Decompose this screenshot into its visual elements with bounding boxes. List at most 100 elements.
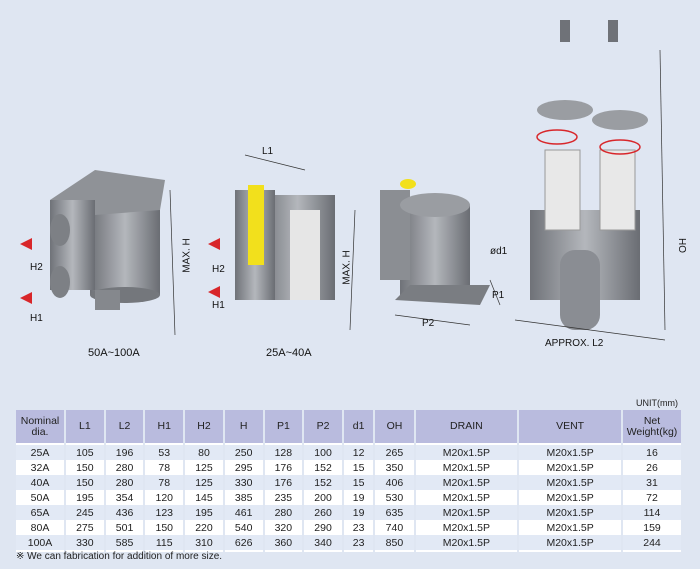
table-cell: M20x1.5P bbox=[415, 445, 518, 460]
table-cell: 15 bbox=[343, 475, 374, 490]
table-cell: 16 bbox=[623, 445, 681, 460]
table-cell: 635 bbox=[375, 505, 414, 520]
table-cell: M20x1.5P bbox=[519, 475, 621, 490]
table-cell: 150 bbox=[145, 520, 184, 535]
table-cell: 114 bbox=[623, 505, 681, 520]
table-cell: 280 bbox=[105, 460, 144, 475]
column-header: VENT bbox=[519, 410, 621, 445]
table-cell: M20x1.5P bbox=[519, 505, 621, 520]
table-cell: 100A bbox=[16, 535, 64, 552]
table-cell: 244 bbox=[623, 535, 681, 552]
l1-label: L1 bbox=[262, 146, 274, 157]
table-cell: 200 bbox=[304, 490, 342, 505]
oh-label: OH bbox=[678, 238, 689, 253]
table-cell: 340 bbox=[304, 535, 342, 552]
table-cell: 152 bbox=[304, 460, 342, 475]
column-header: Net Weight(kg) bbox=[623, 410, 681, 445]
table-cell: 19 bbox=[343, 490, 374, 505]
table-cell: 195 bbox=[66, 490, 104, 505]
table-cell: M20x1.5P bbox=[415, 535, 518, 552]
column-header: Nominal dia. bbox=[16, 410, 64, 445]
table-cell: 501 bbox=[105, 520, 144, 535]
column-header: L1 bbox=[66, 410, 104, 445]
table-cell: 295 bbox=[224, 460, 263, 475]
table-cell: 320 bbox=[264, 520, 303, 535]
table-cell: 461 bbox=[224, 505, 263, 520]
column-header: P2 bbox=[304, 410, 342, 445]
table-cell: M20x1.5P bbox=[519, 490, 621, 505]
table-cell: 80A bbox=[16, 520, 64, 535]
table-cell: 176 bbox=[264, 460, 303, 475]
strainer-25a-40a-drawing bbox=[208, 154, 356, 331]
table-cell: M20x1.5P bbox=[415, 475, 518, 490]
table-cell: M20x1.5P bbox=[519, 460, 621, 475]
column-header: d1 bbox=[343, 410, 374, 445]
table-cell: 15 bbox=[343, 460, 374, 475]
table-cell: 100 bbox=[304, 445, 342, 460]
table-cell: 385 bbox=[224, 490, 263, 505]
table-cell: 123 bbox=[145, 505, 184, 520]
table-cell: 330 bbox=[224, 475, 263, 490]
column-header: H2 bbox=[185, 410, 223, 445]
h2-label: H2 bbox=[30, 262, 43, 273]
table-cell: 220 bbox=[185, 520, 223, 535]
column-header: H bbox=[224, 410, 263, 445]
strainer-drawings bbox=[20, 20, 666, 341]
table-cell: 78 bbox=[145, 475, 184, 490]
table-cell: 360 bbox=[264, 535, 303, 552]
unit-label: UNIT(mm) bbox=[636, 398, 678, 408]
h1-label: H1 bbox=[30, 313, 43, 324]
table-cell: M20x1.5P bbox=[415, 460, 518, 475]
table-cell: 275 bbox=[66, 520, 104, 535]
table-cell: 354 bbox=[105, 490, 144, 505]
column-header: DRAIN bbox=[415, 410, 518, 445]
fig2-caption: 25A~40A bbox=[266, 347, 312, 359]
table-cell: 53 bbox=[145, 445, 184, 460]
table-cell: 150 bbox=[66, 460, 104, 475]
table-cell: 740 bbox=[375, 520, 414, 535]
d1-label: ød1 bbox=[490, 246, 508, 257]
table-cell: 125 bbox=[185, 460, 223, 475]
table-cell: 585 bbox=[105, 535, 144, 552]
table-cell: 235 bbox=[264, 490, 303, 505]
table-cell: 265 bbox=[375, 445, 414, 460]
table-cell: 540 bbox=[224, 520, 263, 535]
table-cell: 150 bbox=[66, 475, 104, 490]
strainer-50a-100a-drawing bbox=[20, 170, 176, 336]
table-cell: 32A bbox=[16, 460, 64, 475]
table-cell: 23 bbox=[343, 535, 374, 552]
h2-label: H2 bbox=[212, 264, 225, 275]
table-cell: 31 bbox=[623, 475, 681, 490]
table-cell: 128 bbox=[264, 445, 303, 460]
table-cell: M20x1.5P bbox=[519, 445, 621, 460]
table-cell: 436 bbox=[105, 505, 144, 520]
table-cell: M20x1.5P bbox=[415, 505, 518, 520]
table-cell: 19 bbox=[343, 505, 374, 520]
column-header: L2 bbox=[105, 410, 144, 445]
table-cell: 626 bbox=[224, 535, 263, 552]
table-cell: 290 bbox=[304, 520, 342, 535]
table-cell: 72 bbox=[623, 490, 681, 505]
table-cell: 310 bbox=[185, 535, 223, 552]
table-cell: M20x1.5P bbox=[415, 520, 518, 535]
column-header: P1 bbox=[264, 410, 303, 445]
table-cell: 250 bbox=[224, 445, 263, 460]
max-h-label: MAX. H bbox=[341, 250, 353, 285]
table-cell: 280 bbox=[105, 475, 144, 490]
table-cell: 280 bbox=[264, 505, 303, 520]
table-cell: 195 bbox=[185, 505, 223, 520]
fig1-caption: 50A~100A bbox=[88, 347, 140, 359]
table-cell: 65A bbox=[16, 505, 64, 520]
table-cell: 406 bbox=[375, 475, 414, 490]
table-cell: 78 bbox=[145, 460, 184, 475]
table-cell: 120 bbox=[145, 490, 184, 505]
table-cell: 23 bbox=[343, 520, 374, 535]
table-cell: 350 bbox=[375, 460, 414, 475]
table-cell: 196 bbox=[105, 445, 144, 460]
